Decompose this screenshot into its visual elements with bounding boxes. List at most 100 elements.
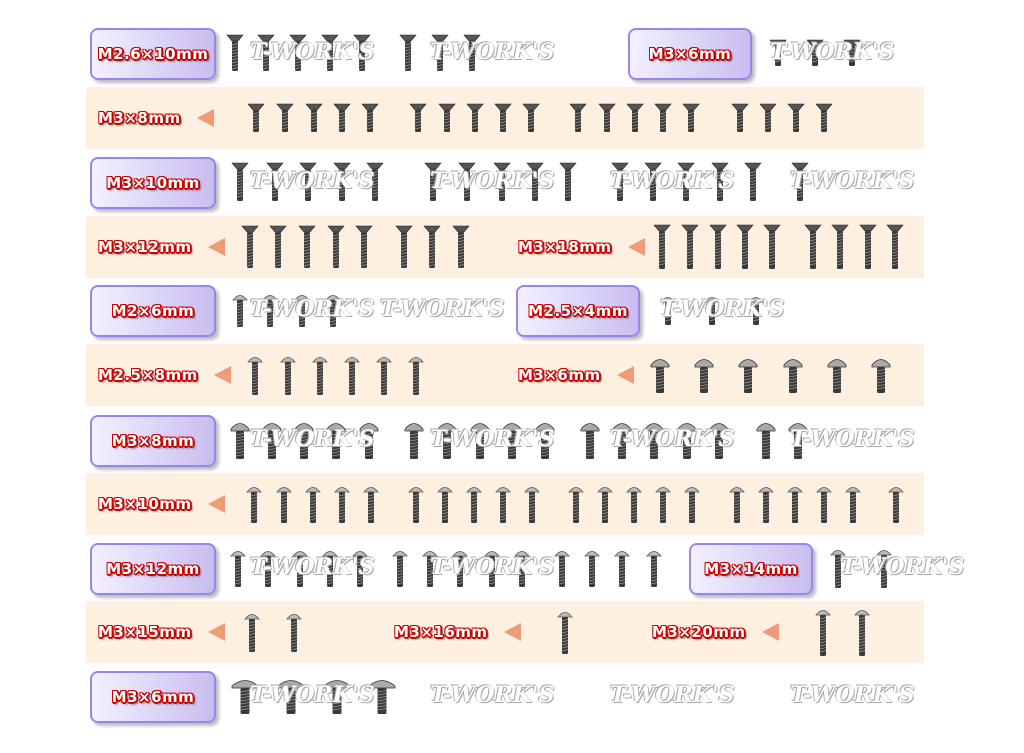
size-label-tag: M3×10mm: [90, 157, 216, 209]
flat-screw-icon: [438, 103, 456, 132]
button-screw-icon: [816, 487, 832, 523]
flat-screw-icon: [744, 162, 762, 201]
button-screw-icon: [646, 551, 662, 587]
watermark-text: T-WORK'S: [610, 682, 735, 708]
flat-screw-icon: [463, 34, 481, 71]
arrow-left-icon: [616, 366, 634, 384]
flat-screw-icon: [493, 162, 511, 201]
flat-screw-icon: [611, 162, 629, 201]
button-screw-icon: [244, 614, 260, 652]
button-screw-icon: [363, 487, 379, 523]
flat-screw-icon: [653, 224, 671, 269]
button-screw-icon: [280, 357, 296, 395]
button-screw-icon: [232, 295, 248, 327]
arrow-left-icon: [761, 623, 779, 641]
watermark-text: T-WORK'S: [610, 168, 735, 194]
watermark-text: T-WORK'S: [250, 39, 375, 65]
button-screw-icon: [554, 551, 570, 587]
flat-screw-icon: [361, 103, 379, 132]
flange-screw-icon: [294, 423, 314, 459]
size-label: M2.5×8mm: [98, 363, 231, 387]
watermark-text: T-WORK'S: [790, 426, 915, 452]
flat-screw-icon: [458, 162, 476, 201]
button-screw-icon: [292, 551, 308, 587]
button-screw-icon: [408, 357, 424, 395]
flange-screw-icon: [677, 423, 697, 459]
flat-screw-icon: [522, 103, 540, 132]
flat-screw-icon: [763, 224, 781, 269]
flat-screw-icon: [321, 34, 339, 71]
flange-screw-icon: [644, 423, 664, 459]
flat-screw-icon: [452, 225, 470, 268]
watermark-text: T-WORK'S: [770, 39, 895, 65]
arrow-left-icon: [627, 238, 645, 256]
flat-screw-icon: [424, 162, 442, 201]
flange-screw-icon: [230, 423, 250, 459]
flat-screw-icon: [711, 162, 729, 201]
arrow-left-icon: [207, 495, 225, 513]
size-label: M3×10mm: [98, 492, 225, 516]
flat-screw-icon: [305, 103, 323, 132]
watermark-text: T-WORK'S: [430, 168, 555, 194]
button-screw-icon: [830, 550, 846, 588]
size-label-text: M3×6mm: [518, 366, 601, 384]
button-screw-icon: [729, 487, 745, 523]
flange-screw-icon: [502, 423, 522, 459]
flange-screw-icon: [326, 423, 346, 459]
flange-wide-screw-icon: [368, 680, 396, 714]
size-label-tag: M2.5×4mm: [516, 285, 640, 337]
flat-screw-icon: [681, 224, 699, 269]
arrow-left-icon: [207, 238, 225, 256]
button-screw-icon: [286, 614, 302, 652]
flat-screw-icon: [731, 103, 749, 132]
flat-screw-icon: [231, 162, 249, 201]
size-label-text: M3×12mm: [106, 560, 200, 578]
flat-screw-icon: [266, 162, 284, 201]
flat-screw-icon: [409, 103, 427, 132]
button-screw-icon: [325, 295, 341, 327]
size-label: M3×18mm: [518, 235, 645, 259]
flat-screw-icon: [333, 103, 351, 132]
button-screw-icon: [247, 357, 263, 395]
flange-screw-icon: [783, 359, 803, 393]
button-screw-icon: [322, 551, 338, 587]
flange-screw-icon: [359, 423, 379, 459]
flat-screw-icon: [559, 162, 577, 201]
flat-screw-icon: [682, 103, 700, 132]
watermark-text: T-WORK'S: [610, 426, 735, 452]
flange-screw-icon: [262, 423, 282, 459]
arrow-left-icon: [207, 623, 225, 641]
flat-screw-icon: [431, 34, 449, 71]
flange-screw-icon: [580, 423, 600, 459]
flat-screw-icon: [769, 39, 787, 66]
size-label: M3×8mm: [98, 106, 214, 130]
button-screw-icon: [614, 551, 630, 587]
flat-screw-icon: [598, 103, 616, 132]
size-label-tag: M3×6mm: [628, 28, 752, 80]
button-screw-icon: [466, 487, 482, 523]
button-screw-icon: [568, 487, 584, 523]
watermark-text: T-WORK'S: [250, 426, 375, 452]
button-screw-icon: [422, 551, 438, 587]
flange-screw-icon: [612, 423, 632, 459]
size-label-tag: M3×8mm: [90, 415, 216, 467]
button-screw-icon: [352, 551, 368, 587]
watermark-text: T-WORK'S: [790, 682, 915, 708]
size-label-text: M3×6mm: [111, 688, 195, 706]
size-label-text: M3×12mm: [98, 238, 192, 256]
flat-screw-icon: [353, 34, 371, 71]
flange-screw-icon: [871, 359, 891, 393]
size-label-text: M2.6×10mm: [97, 45, 209, 63]
size-label-text: M2.5×8mm: [98, 366, 198, 384]
flat-screw-icon: [831, 224, 849, 269]
arrow-left-icon: [213, 366, 231, 384]
watermark-text: T-WORK'S: [430, 39, 555, 65]
arrow-left-icon: [503, 623, 521, 641]
button-screw-icon: [888, 487, 904, 523]
flat-screw-icon: [257, 34, 275, 71]
button-screw-icon: [557, 612, 573, 654]
button-screw-icon: [276, 487, 292, 523]
button-screw-icon: [524, 487, 540, 523]
flat-screw-icon: [526, 162, 544, 201]
button-screw-icon: [660, 297, 676, 325]
